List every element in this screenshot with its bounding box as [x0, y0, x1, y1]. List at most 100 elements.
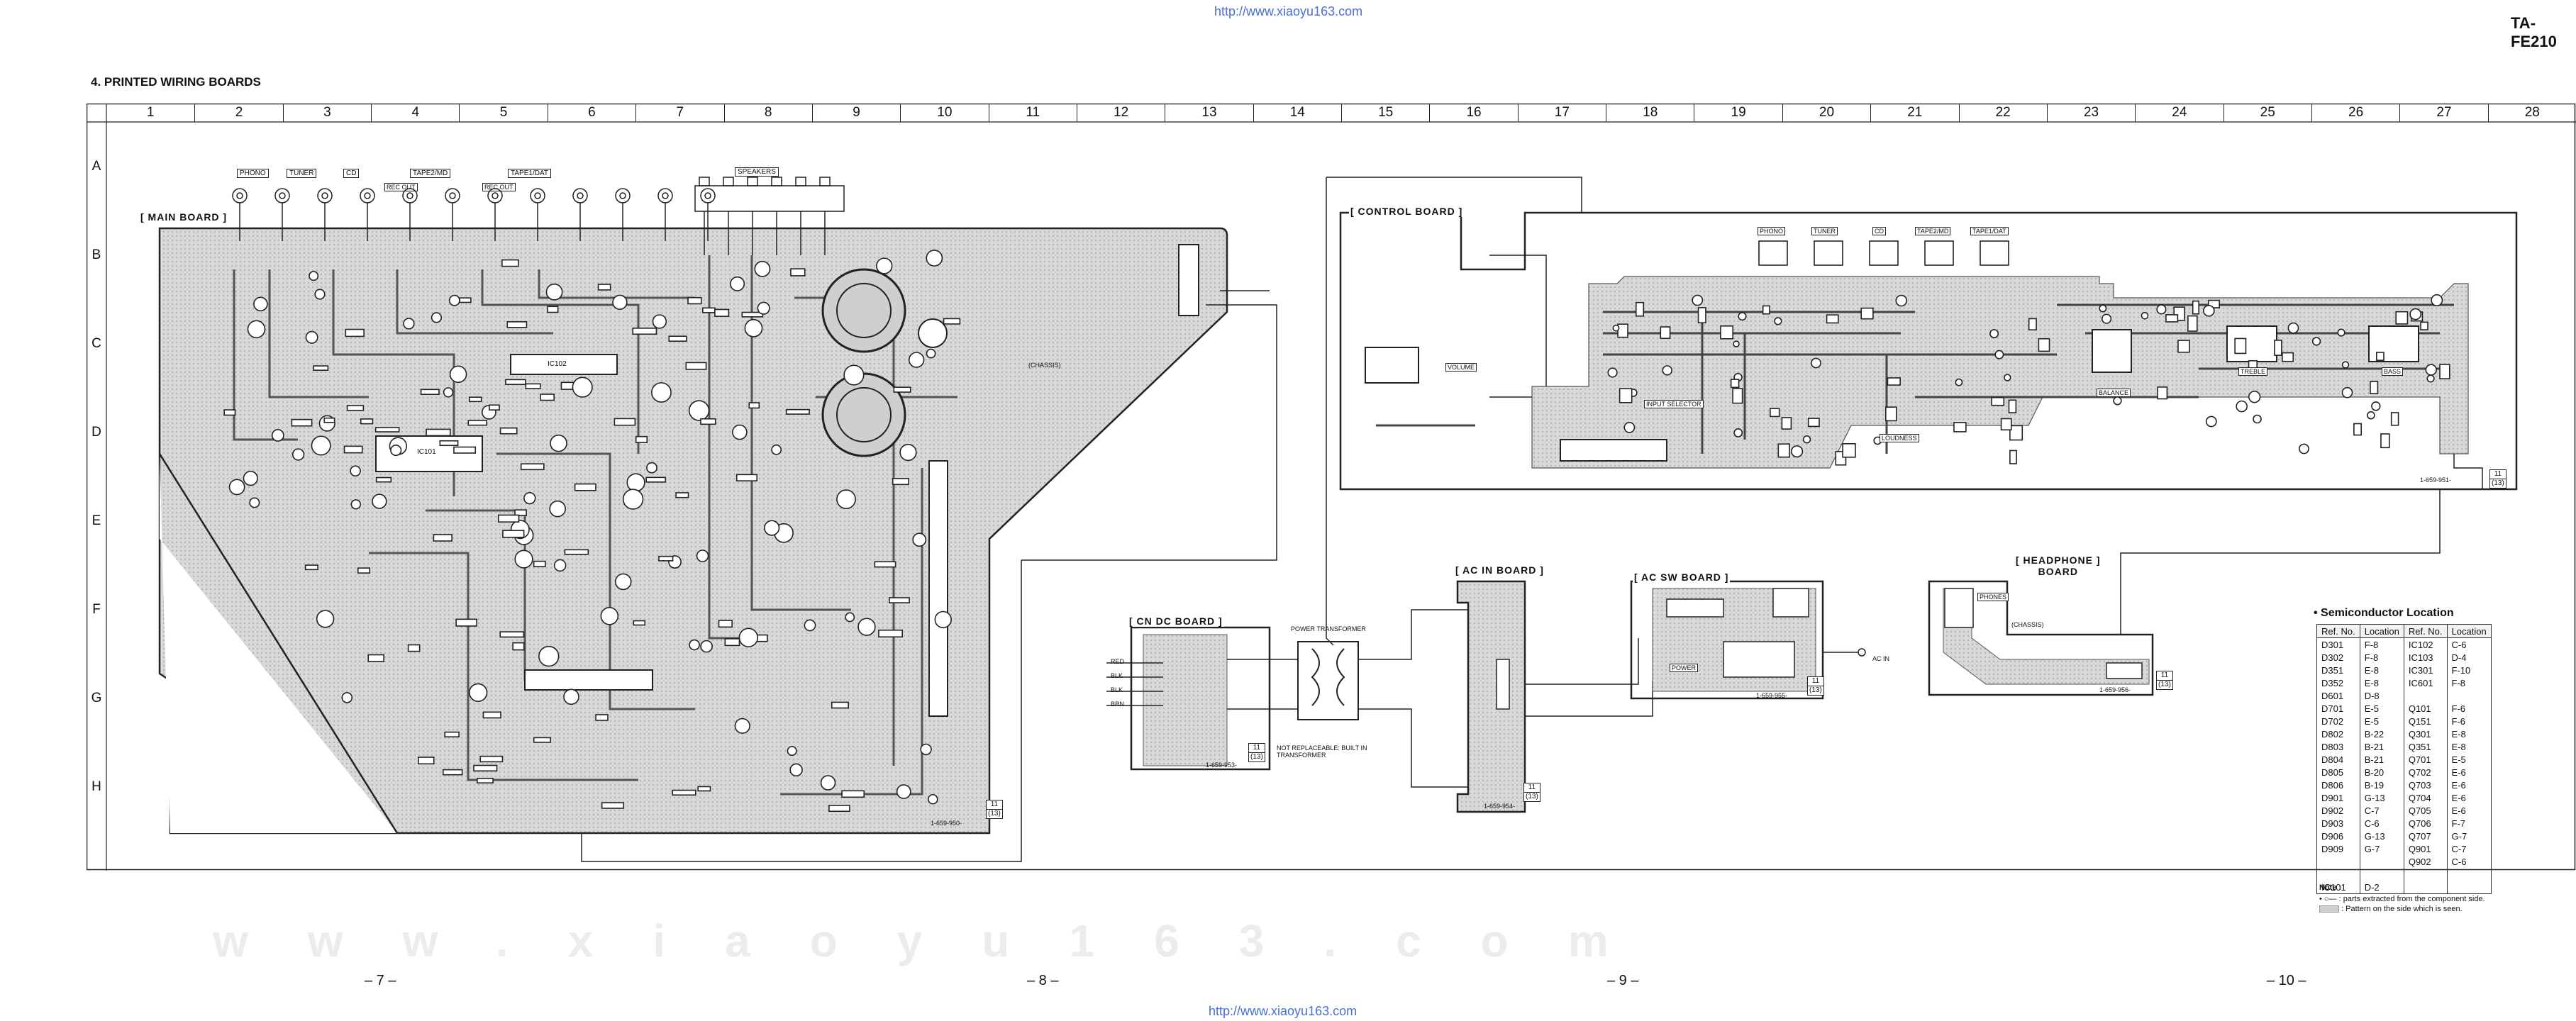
acin-board-label: [ AC IN BOARD ] — [1454, 564, 1545, 576]
column-number: 25 — [2223, 104, 2311, 122]
jack-label-tuner: TUNER — [287, 169, 317, 178]
sheet-mark-number: 11 — [2489, 469, 2506, 479]
headphone-board-outline — [1928, 580, 2154, 696]
board-ref-acsw: 1-659-955- — [1756, 692, 1788, 699]
table-cell: IC102 — [2403, 637, 2448, 651]
column-number: 7 — [635, 104, 723, 122]
treble-label: TREBLE — [2238, 367, 2268, 376]
jack-label-recout2: REC OUT — [482, 183, 516, 191]
row-label: C — [91, 336, 101, 351]
semiconductor-table: Ref. No. Location Ref. No. Location D301… — [2316, 624, 2492, 894]
note-line2: : Pattern on the side which is seen. — [2319, 905, 2463, 913]
phones-label: PHONES — [1977, 593, 2009, 601]
headphone-board-label-line1: [ HEADPHONE ] — [2016, 554, 2101, 566]
sheet-mark-number: 11 — [986, 800, 1003, 810]
table-cell: E-6 — [2446, 791, 2492, 804]
column-number: 24 — [2135, 104, 2223, 122]
semiconductor-title: • Semiconductor Location — [2314, 607, 2454, 619]
sheet-mark-page: (13) — [1807, 686, 1824, 696]
semiconductor-header-row: Ref. No. Location Ref. No. Location — [2316, 624, 2492, 638]
sheet-mark-number: 11 — [1807, 676, 1824, 686]
table-cell: Q351 — [2403, 740, 2448, 753]
wire-red: RED — [1111, 658, 1125, 665]
column-number: 1 — [146, 105, 155, 120]
table-cell: E-8 — [2359, 664, 2404, 676]
row-label: F — [92, 602, 101, 617]
table-cell — [2359, 868, 2404, 881]
table-cell: Q902 — [2403, 855, 2448, 868]
sheet-mark: 11(13) — [1807, 676, 1824, 696]
page-number: – 8 – — [1027, 973, 1059, 988]
column-number: 3 — [282, 104, 371, 122]
table-cell: Q707 — [2403, 830, 2448, 842]
table-cell: Q101 — [2403, 702, 2448, 715]
balance-label: BALANCE — [2097, 389, 2131, 397]
column-number: 12 — [1076, 104, 1165, 122]
wire-brn: BRN — [1111, 701, 1125, 708]
table-cell: F-6 — [2446, 702, 2492, 715]
headphone-board-label: [ HEADPHONE ] BOARD — [2014, 554, 2102, 577]
transformer-label: POWER TRANSFORMER — [1291, 625, 1366, 632]
table-cell: Q151 — [2403, 715, 2448, 727]
table-cell: D601 — [2316, 689, 2360, 702]
input-selector-label: INPUT SELECTOR — [1644, 400, 1704, 408]
table-cell: C-6 — [2446, 637, 2492, 651]
table-cell: D-8 — [2359, 689, 2404, 702]
capacitor-large — [821, 268, 906, 353]
col-header: Ref. No. — [2403, 624, 2448, 638]
sheet-mark: 11(13) — [986, 800, 1003, 819]
note-title: Note : — [2319, 883, 2342, 892]
power-label: POWER — [1670, 664, 1699, 672]
sheet-mark: 11(13) — [1523, 783, 1540, 802]
bottom-url[interactable]: http://www.xiaoyu163.com — [1209, 1004, 1358, 1018]
row-label: E — [91, 513, 101, 528]
table-cell: E-5 — [2359, 702, 2404, 715]
table-cell: G-13 — [2359, 791, 2404, 804]
column-number: 20 — [1782, 104, 1870, 122]
table-cell: E-8 — [2359, 676, 2404, 689]
table-cell: D906 — [2316, 830, 2360, 842]
col-header: Location — [2446, 624, 2492, 638]
acsw-board-label: [ AC SW BOARD ] — [1633, 571, 1731, 583]
column-number: 4 — [371, 104, 459, 122]
cndc-board-outline — [1130, 626, 1271, 771]
table-cell — [2446, 689, 2492, 702]
table-cell: IC103 — [2403, 651, 2448, 664]
table-cell: F-6 — [2446, 715, 2492, 727]
table-cell: D352 — [2316, 676, 2360, 689]
selector-tuner: TUNER — [1811, 227, 1838, 235]
board-ref-acin: 1-659-954- — [1484, 803, 1516, 810]
sheet-mark-page: (13) — [1248, 753, 1265, 762]
board-ref-cndc: 1-659-953- — [1206, 761, 1238, 769]
table-cell: D-4 — [2446, 651, 2492, 664]
row-label: B — [91, 247, 101, 262]
row-label: D — [91, 425, 101, 440]
column-number: 15 — [1341, 104, 1429, 122]
column-number: 18 — [1606, 104, 1694, 122]
table-cell: D802 — [2316, 727, 2360, 740]
table-cell: D804 — [2316, 753, 2360, 766]
sheet-mark: 11(13) — [2156, 671, 2173, 690]
board-ref-control: 1-659-951- — [2420, 476, 2452, 484]
column-number: 22 — [1958, 104, 2047, 122]
top-url[interactable]: http://www.xiaoyu163.com — [1214, 4, 1363, 18]
table-cell: Q701 — [2403, 753, 2448, 766]
volume-label: VOLUME — [1445, 363, 1477, 372]
sheet-mark-page: (13) — [2156, 681, 2173, 690]
table-cell: IC601 — [2403, 676, 2448, 689]
column-number: 13 — [1165, 104, 1253, 122]
table-cell: G-7 — [2359, 842, 2404, 855]
bass-label: BASS — [2382, 367, 2404, 376]
capacitor-large — [821, 372, 906, 457]
column-number: 10 — [900, 104, 988, 122]
wire-blk1: BLK — [1111, 672, 1123, 679]
